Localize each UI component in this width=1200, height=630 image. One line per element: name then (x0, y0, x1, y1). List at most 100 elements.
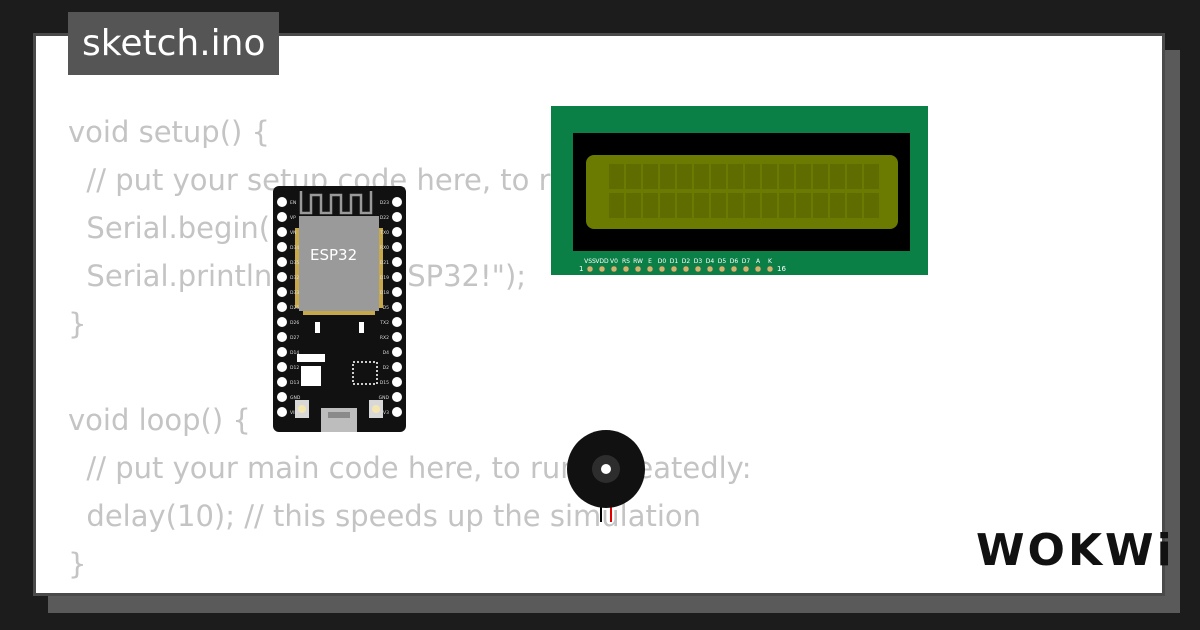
lcd-pin[interactable] (718, 265, 726, 273)
lcd-pin[interactable] (646, 265, 654, 273)
lcd-char-cell (813, 164, 828, 189)
esp32-pin-label: D21 (380, 260, 389, 266)
esp32-board[interactable]: ESP32 ENVPVND34D35D32D33D25D26D27D14D12D… (273, 186, 406, 432)
lcd-char-cell (847, 164, 862, 189)
lcd-pin-label: VDD (595, 258, 609, 265)
lcd-char-cell (694, 193, 709, 218)
esp32-pin-label: GND (290, 395, 301, 401)
esp32-pin[interactable] (277, 377, 287, 387)
esp32-pin[interactable] (392, 227, 402, 237)
esp32-pin-label: D22 (380, 215, 389, 221)
esp32-pin[interactable] (277, 257, 287, 267)
esp32-pin-label: D26 (290, 320, 299, 326)
lcd-pin-label: D4 (706, 258, 715, 265)
lcd-pin-label: D6 (730, 258, 739, 265)
esp32-pin[interactable] (392, 332, 402, 342)
lcd-pin[interactable] (742, 265, 750, 273)
lcd-pin[interactable] (586, 265, 594, 273)
esp32-pin[interactable] (277, 242, 287, 252)
code-line[interactable]: void setup() { (68, 115, 270, 149)
lcd-char-cell (626, 164, 641, 189)
lcd-char-cell (728, 164, 743, 189)
lcd-pin-label: E (648, 258, 652, 265)
code-line[interactable] (68, 348, 752, 396)
lcd-pin-label: D0 (658, 258, 667, 265)
lcd-char-cell (864, 193, 879, 218)
lcd-char-cell (609, 193, 624, 218)
lcd-pin[interactable] (706, 265, 714, 273)
esp32-pin[interactable] (277, 197, 287, 207)
esp32-pin[interactable] (392, 197, 402, 207)
esp32-pin-label: D34 (290, 245, 299, 251)
lcd-pin[interactable] (766, 265, 774, 273)
esp32-pin-label: D19 (380, 275, 389, 281)
lcd-pin[interactable] (670, 265, 678, 273)
lcd-char-cell (779, 193, 794, 218)
esp32-pin[interactable] (392, 212, 402, 222)
lcd-char-cell (847, 193, 862, 218)
lcd-pin-label: D7 (742, 258, 751, 265)
lcd-char-cell (643, 193, 658, 218)
lcd-pin-label: D5 (718, 258, 727, 265)
lcd-pin[interactable] (610, 265, 618, 273)
lcd-pin[interactable] (634, 265, 642, 273)
esp32-pin[interactable] (277, 407, 287, 417)
esp32-pin[interactable] (392, 362, 402, 372)
lcd-char-cell (762, 193, 777, 218)
esp32-pin[interactable] (392, 272, 402, 282)
lcd-char-cell (677, 193, 692, 218)
lcd-pin-label: D1 (670, 258, 679, 265)
lcd-pin[interactable] (754, 265, 762, 273)
lcd-char-cell (694, 164, 709, 189)
lcd-pin[interactable] (694, 265, 702, 273)
esp32-pin-label: D27 (290, 335, 299, 341)
lcd-pin-label: VSS (584, 258, 596, 265)
code-line[interactable]: delay(10); // this speeds up the simulat… (68, 499, 702, 533)
esp32-pin[interactable] (277, 332, 287, 342)
lcd-char-cell (728, 193, 743, 218)
lcd-char-cell (830, 193, 845, 218)
esp32-pin[interactable] (392, 287, 402, 297)
esp32-pin-label: D18 (380, 290, 389, 296)
esp32-pin-label: D13 (290, 380, 299, 386)
esp32-pin[interactable] (277, 212, 287, 222)
code-line[interactable]: void loop() { (68, 403, 251, 437)
esp32-pin[interactable] (392, 242, 402, 252)
esp32-pin[interactable] (392, 317, 402, 327)
esp32-pin-label: EN (290, 200, 296, 206)
esp32-pin-label: D32 (290, 275, 299, 281)
esp32-pin[interactable] (392, 377, 402, 387)
code-line[interactable]: } (68, 547, 87, 581)
lcd-char-cell (745, 193, 760, 218)
lcd-pin[interactable] (598, 265, 606, 273)
code-line[interactable]: } (68, 307, 87, 341)
code-line[interactable]: // put your main code here, to run repea… (68, 451, 752, 485)
lcd-pin-label: K (768, 258, 773, 265)
esp32-pin-label: RX0 (380, 245, 389, 251)
esp32-pin[interactable] (392, 407, 402, 417)
esp32-pin[interactable] (277, 362, 287, 372)
file-tab[interactable]: sketch.ino (68, 12, 280, 75)
esp32-pin-label: D14 (290, 350, 299, 356)
lcd-pin[interactable] (622, 265, 630, 273)
esp32-pin[interactable] (277, 227, 287, 237)
esp32-pin-label: D12 (290, 365, 299, 371)
lcd-pin-label: RS (622, 258, 630, 265)
lcd-char-cell (762, 164, 777, 189)
buzzer[interactable] (566, 430, 648, 526)
lcd-pin[interactable] (730, 265, 738, 273)
esp32-pin[interactable] (277, 287, 287, 297)
esp32-pin[interactable] (392, 392, 402, 402)
lcd-pin[interactable] (682, 265, 690, 273)
esp32-pin[interactable] (392, 257, 402, 267)
esp32-pin[interactable] (277, 317, 287, 327)
esp32-pin[interactable] (277, 347, 287, 357)
lcd-pin[interactable] (658, 265, 666, 273)
esp32-pin[interactable] (392, 302, 402, 312)
esp32-pin[interactable] (277, 272, 287, 282)
lcd-char-cell (779, 164, 794, 189)
esp32-pin[interactable] (277, 392, 287, 402)
esp32-pin[interactable] (277, 302, 287, 312)
esp32-pin[interactable] (392, 347, 402, 357)
